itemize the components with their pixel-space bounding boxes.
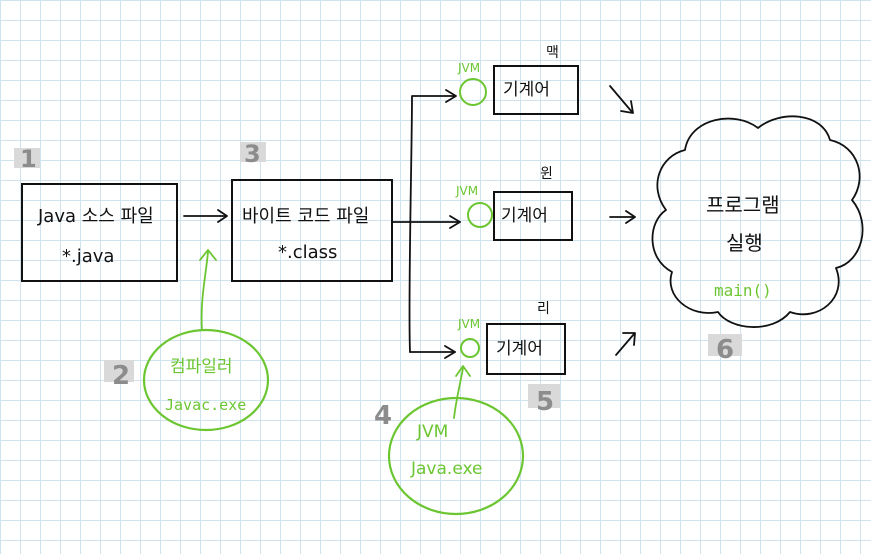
arrow-mac-to-program-head <box>620 100 634 114</box>
jvm-name: JVM <box>416 422 448 442</box>
machine-windows-box <box>493 191 573 241</box>
step-1-highlight <box>14 148 40 168</box>
compiler-exe: Javac.exe <box>165 396 246 414</box>
arrow-linux-to-program-head <box>622 332 636 346</box>
arrow-to-windows-head <box>449 215 461 229</box>
machine-linux-jvm-circle <box>460 338 480 358</box>
java-source-ext: *.java <box>62 246 114 267</box>
arrow-linux-to-program <box>615 333 635 356</box>
step-3-number: 3 <box>244 140 261 168</box>
arrow-to-mac-head <box>445 89 457 103</box>
step-3-highlight <box>240 142 266 162</box>
step-5-highlight <box>528 384 560 408</box>
machine-linux-os: 리 <box>537 301 550 317</box>
program-title-line1: 프로그램 <box>706 193 780 217</box>
step-6-highlight <box>708 334 742 356</box>
arrow-to-linux-head <box>444 345 456 359</box>
step-1-number: 1 <box>20 145 37 173</box>
distribution-vertical <box>408 95 456 353</box>
compiler-pointer-head <box>199 249 217 261</box>
jvm-pointer-head <box>455 365 471 377</box>
jvm-exe: Java.exe <box>410 459 482 479</box>
machine-linux-box <box>486 323 566 375</box>
compiler-circle <box>142 328 270 432</box>
compiler-name: 컴파일러 <box>170 357 233 377</box>
step-2-highlight <box>104 360 134 382</box>
bytecode-title: 바이트 코드 파일 <box>242 206 369 227</box>
java-source-title: Java 소스 파일 <box>37 206 154 227</box>
machine-linux-jvm-label: JVM <box>457 317 480 331</box>
step-6-number: 6 <box>716 335 734 365</box>
program-cloud <box>651 115 864 328</box>
machine-mac-box <box>493 65 579 115</box>
machine-windows-os: 윈 <box>540 166 553 182</box>
step-5-number: 5 <box>536 387 554 417</box>
arrow-mac-to-program <box>609 85 633 113</box>
machine-mac-jvm-circle <box>459 78 487 106</box>
jvm-circle <box>387 396 525 516</box>
jvm-pointer-line <box>453 367 464 419</box>
machine-mac-label: 기계어 <box>503 80 550 100</box>
machine-mac-os: 맥 <box>546 45 559 61</box>
arrow-windows-to-program-head <box>625 210 636 224</box>
machine-linux-label: 기계어 <box>496 339 543 359</box>
step-4-number: 4 <box>374 401 392 431</box>
java-source-box <box>21 183 178 282</box>
compiler-pointer-line <box>200 251 209 331</box>
program-title-line2: 실행 <box>726 231 763 255</box>
bytecode-box <box>231 179 393 282</box>
step-2-number: 2 <box>112 361 130 391</box>
bytecode-ext: *.class <box>278 242 337 263</box>
machine-windows-label: 기계어 <box>501 206 548 226</box>
arrow-source-to-bytecode-head <box>217 209 228 223</box>
program-main: main() <box>714 281 772 300</box>
machine-mac-jvm-label: JVM <box>457 61 480 75</box>
machine-windows-jvm-label: JVM <box>455 184 478 198</box>
machine-windows-jvm-circle <box>467 202 493 228</box>
